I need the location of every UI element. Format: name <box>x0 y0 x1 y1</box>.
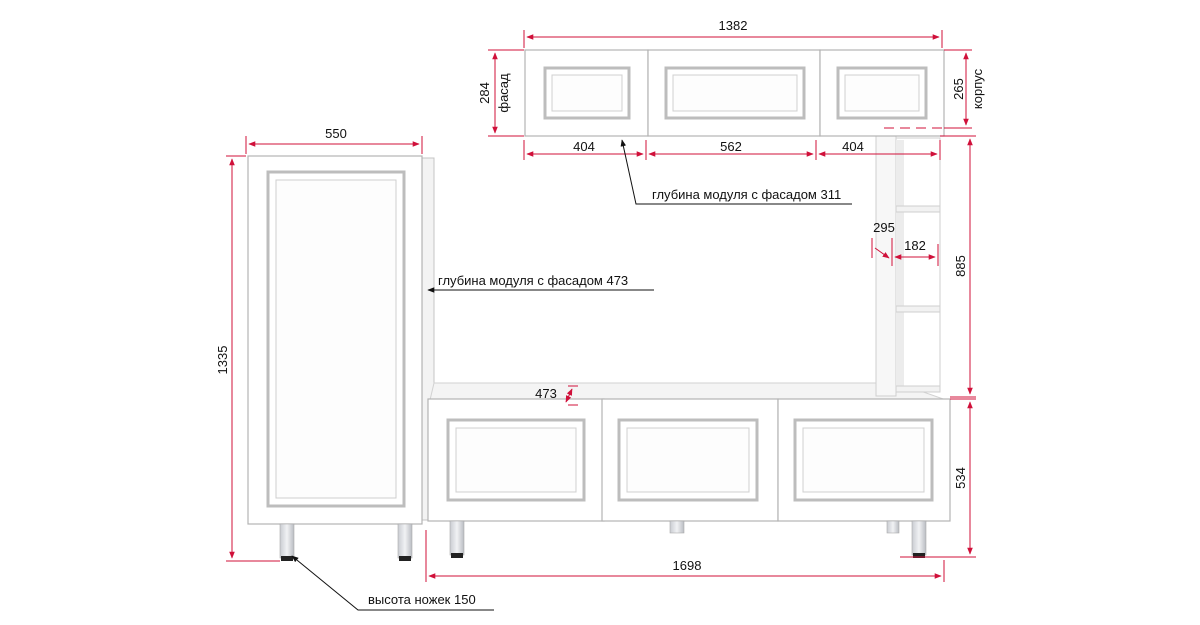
foot <box>281 556 293 561</box>
dim-base-depth-marker: 473 <box>535 386 557 401</box>
dimension-lines <box>226 30 976 582</box>
dim-tall-width: 550 <box>325 126 347 141</box>
foot <box>913 553 925 558</box>
annotation-tall-depth: глубина модуля с фасадом 473 <box>438 273 628 288</box>
dim-upper-right-width: 404 <box>842 139 864 154</box>
foot <box>399 556 411 561</box>
leg <box>449 520 465 556</box>
annotation-upper-depth: глубина модуля с фасадом 311 <box>652 187 841 202</box>
dim-base-height: 534 <box>953 467 968 489</box>
dim-tall-height: 1335 <box>215 346 230 375</box>
foot <box>451 553 463 558</box>
dimension-labels: 1382 284 фасад 265 корпус 404 562 404 29… <box>215 18 985 573</box>
dim-upper-width: 1382 <box>719 18 748 33</box>
tall-cabinet <box>247 155 435 561</box>
upper-cabinets <box>524 49 945 137</box>
leg <box>886 520 900 534</box>
label-facade: фасад <box>496 73 511 113</box>
dim-upper-body-height: 265 <box>951 78 966 100</box>
dim-shelf-height: 885 <box>953 255 968 277</box>
base-cabinets <box>427 382 951 558</box>
leader-lines <box>291 139 852 611</box>
dim-upper-mid-width: 562 <box>720 139 742 154</box>
annotation-legs-height: высота ножек 150 <box>368 592 476 607</box>
dim-upper-left-width: 404 <box>573 139 595 154</box>
leg <box>911 520 927 556</box>
dim-base-width: 1698 <box>673 558 702 573</box>
dim-upper-facade-height: 284 <box>477 82 492 104</box>
leg <box>669 520 685 534</box>
dim-shelf-depth: 295 <box>873 220 895 235</box>
dim-shelf-width: 182 <box>904 238 926 253</box>
open-shelf <box>875 133 941 397</box>
leg <box>279 523 295 559</box>
leg <box>397 523 413 559</box>
label-body: корпус <box>970 68 985 109</box>
annotation-labels: глубина модуля с фасадом 311 глубина мод… <box>368 187 841 607</box>
